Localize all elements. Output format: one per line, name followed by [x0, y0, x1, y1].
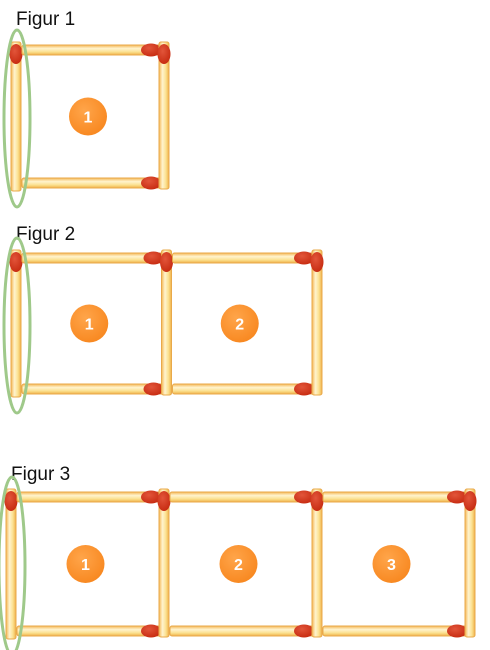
figure-2-left-match-head: [9, 252, 23, 272]
figure-3-square-2-number: [219, 545, 258, 583]
figure-2-highlight-ellipse: [2, 236, 32, 415]
figure-2-label: Figur 2: [16, 224, 76, 245]
figure-1-square-1-number-text: 1: [84, 110, 93, 127]
figure-3-right-match-3-head: [463, 491, 477, 511]
figure-2-square-1-number-text: 1: [85, 317, 94, 334]
figure-3-right-match-2-head: [310, 491, 324, 511]
figure-3-square-2-number-text: 2: [234, 557, 243, 574]
figure-2-top-match-2-head: [294, 251, 314, 265]
figure-2-bottom-match-2-head: [294, 382, 314, 396]
figure-1-square-1-number: [69, 97, 107, 136]
figure-2-bottom-match-1: [21, 383, 165, 395]
figure-3-square-1-number-text: 1: [81, 557, 90, 574]
figure-3-right-match-1: [158, 488, 170, 638]
figure-3-square-1-number: [66, 545, 105, 583]
figure-1-left-match-head: [9, 44, 23, 64]
figure-3-label: Figur 3: [11, 464, 71, 485]
figure-1-right-match-1-head: [157, 44, 171, 64]
figure-1-left-match: [10, 41, 22, 192]
figure-3-square-3-number: [372, 545, 411, 583]
figure-2-right-match-1-head: [160, 252, 173, 272]
figure-3-bottom-match-2: [169, 625, 316, 637]
figure-3-highlight-ellipse: [0, 475, 27, 650]
figure-3-top-match-1: [16, 491, 163, 503]
figure-2-bottom-match-2: [172, 383, 316, 395]
figure-2-square-1-number: [70, 304, 109, 343]
figure-3-right-match-2: [311, 488, 323, 638]
figure-3-bottom-match-2-head: [294, 624, 314, 638]
figure-3-bottom-match-1: [16, 625, 163, 637]
figure-2-square-2-number: [220, 304, 259, 343]
figure-2-bottom-match-1-head: [143, 382, 164, 396]
figure-3-top-match-2-head: [294, 490, 314, 504]
figure-1-right-match-1: [158, 41, 170, 190]
figure-3-top-match-2: [169, 491, 316, 503]
figure-2-right-match-1: [161, 249, 172, 396]
figure-2-top-match-2: [172, 252, 316, 264]
figure-3-square-3-number-text: 3: [387, 557, 396, 574]
figure-1-top-match-1-head: [141, 43, 161, 57]
figure-3-left-match-head: [4, 491, 18, 511]
figure-3-bottom-match-3-head: [447, 624, 467, 638]
figure-3-right-match-1-head: [157, 491, 171, 511]
figure-1-highlight-ellipse: [2, 28, 32, 209]
figure-3-right-match-3: [464, 488, 476, 638]
figure-3-bottom-match-3: [322, 625, 469, 637]
figure-3-top-match-3: [322, 491, 469, 503]
figure-2-left-match: [10, 249, 22, 398]
figure-1-label: Figur 1: [16, 9, 76, 30]
figure-3-bottom-match-1-head: [141, 624, 161, 638]
figure-3-top-match-3-head: [447, 490, 467, 504]
figure-2-square-2-number-text: 2: [235, 317, 244, 334]
figure-3-top-match-1-head: [141, 490, 161, 504]
figure-1-bottom-match-1-head: [141, 176, 161, 190]
figure-2-right-match-2: [311, 249, 323, 396]
figure-3-left-match: [5, 488, 17, 640]
figure-2-right-match-2-head: [310, 252, 324, 272]
figure-2-top-match-1-head: [143, 251, 164, 265]
figure-2-top-match-1: [21, 252, 165, 264]
